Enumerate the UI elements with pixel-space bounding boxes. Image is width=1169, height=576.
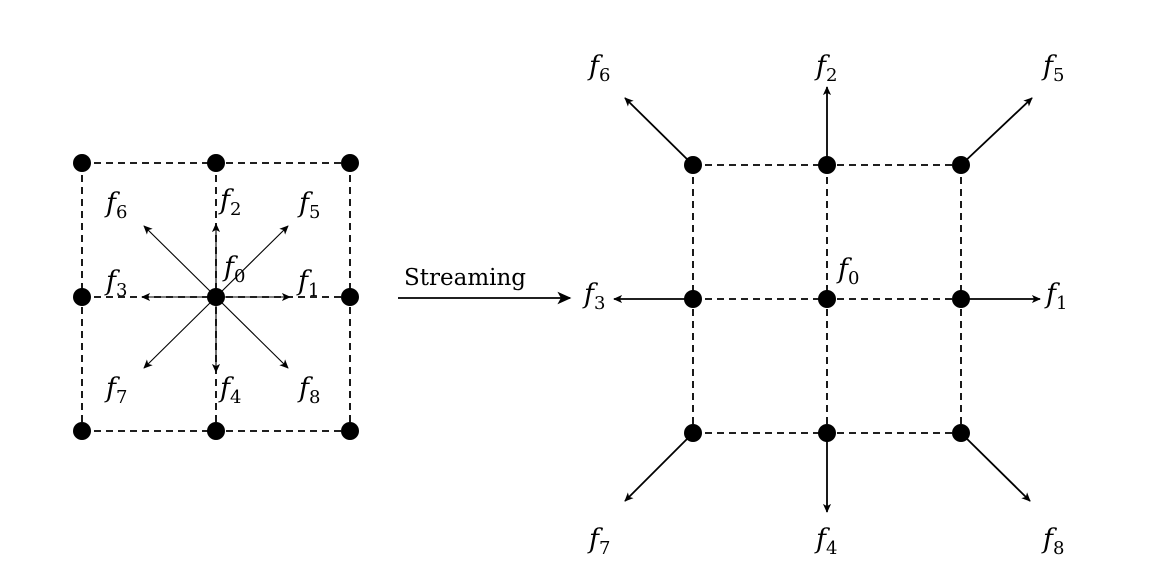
lattice-node	[952, 156, 970, 174]
lattice-before: f0 f1 f2 f3 f4 f5 f6 f7 f8	[73, 154, 359, 440]
lattice-node	[207, 422, 225, 440]
lattice-node	[952, 424, 970, 442]
arrow-f5	[960, 97, 1033, 166]
lattice-node	[818, 424, 836, 442]
streaming-transition: Streaming	[398, 265, 572, 305]
arrow-f6	[143, 225, 217, 298]
arrow-f7	[143, 296, 217, 369]
label-f6: f6	[104, 188, 127, 223]
lattice-node	[818, 156, 836, 174]
lattice-node	[684, 290, 702, 308]
arrow-f7	[624, 432, 694, 502]
label-f1: f1	[296, 266, 319, 301]
arrow-f8	[960, 432, 1031, 502]
label-f8: f8	[1041, 524, 1064, 559]
arrow-f8	[215, 296, 289, 369]
lattice-node	[73, 422, 91, 440]
lattice-node	[818, 290, 836, 308]
label-f7: f7	[587, 524, 610, 559]
label-f7: f7	[104, 373, 127, 408]
lattice-before-nodes	[73, 154, 359, 440]
lattice-node	[341, 154, 359, 172]
streaming-label: Streaming	[404, 265, 526, 291]
label-f5: f5	[297, 188, 320, 223]
lattice-node	[73, 288, 91, 306]
lattice-node	[207, 154, 225, 172]
label-f6: f6	[587, 51, 610, 86]
lattice-node	[341, 288, 359, 306]
lattice-after: f0 f1 f2 f3 f4 f5 f6 f7 f8	[582, 51, 1067, 559]
lattice-after-nodes	[684, 156, 970, 442]
lattice-node	[684, 424, 702, 442]
label-f3: f3	[104, 266, 127, 301]
label-f8: f8	[297, 373, 320, 408]
lattice-node	[341, 422, 359, 440]
lattice-node	[684, 156, 702, 174]
arrow-f5	[215, 225, 289, 298]
label-f4: f4	[814, 524, 837, 559]
lattice-node	[952, 290, 970, 308]
lattice-after-velocity-arrows	[613, 86, 1041, 513]
label-f2: f2	[814, 51, 837, 86]
label-f1: f1	[1044, 279, 1067, 314]
label-f0: f0	[222, 252, 245, 287]
lattice-before-velocity-arrows	[141, 223, 291, 373]
arrow-f6	[624, 97, 694, 166]
label-f5: f5	[1041, 51, 1064, 86]
label-f0: f0	[836, 254, 859, 289]
label-f4: f4	[218, 373, 241, 408]
label-f2: f2	[218, 185, 241, 220]
lattice-node	[207, 288, 225, 306]
lattice-node	[73, 154, 91, 172]
label-f3: f3	[582, 279, 605, 314]
